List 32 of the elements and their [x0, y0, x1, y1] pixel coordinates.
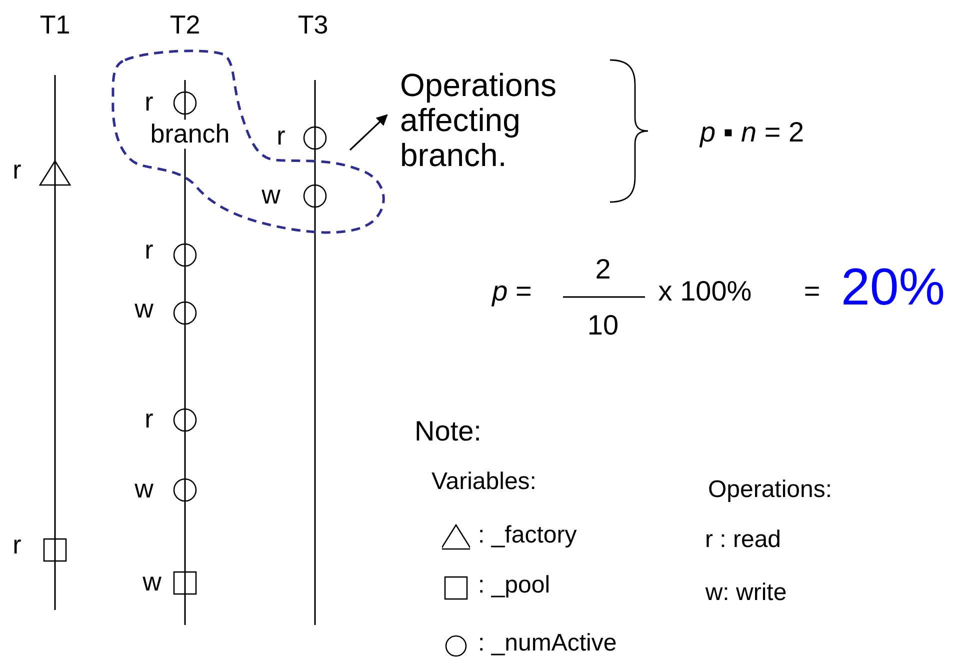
note-heading: Note: — [414, 416, 482, 448]
operation-label: w — [142, 568, 162, 596]
thread-label: T2 — [170, 10, 200, 40]
operation-label: r — [276, 122, 286, 150]
operation-label: w — [262, 180, 280, 210]
operation-label: r — [12, 156, 22, 184]
operation-label: w — [134, 474, 154, 504]
section-heading: Operations: — [708, 476, 832, 504]
numerator: 2 — [595, 254, 611, 286]
result-value: 20% — [840, 259, 946, 317]
formula-text: p = — [492, 276, 532, 308]
key-text: r : read — [704, 526, 782, 554]
legend-label: : _numActive — [478, 630, 617, 657]
thread-label: T3 — [298, 10, 328, 40]
thread-label: T1 — [40, 10, 70, 40]
operation-label: w — [134, 294, 154, 324]
section-heading: Variables: — [432, 468, 536, 496]
operation-label: r — [144, 236, 154, 264]
key-text: w: write — [705, 580, 787, 606]
legend-label: : _factory — [478, 522, 577, 549]
operation-label: r — [12, 530, 22, 560]
operation-label: r — [144, 88, 154, 116]
denominator: 10 — [587, 310, 619, 342]
variable-label: branch — [150, 120, 230, 148]
arrow — [349, 114, 388, 151]
formula-text: = — [804, 276, 820, 308]
formula-text: x 100% — [658, 276, 752, 308]
dashed-region — [112, 50, 385, 234]
operation-label: r — [144, 404, 154, 434]
annotation-text: Operations affecting branch. — [400, 68, 600, 174]
formula-text: p ▪ n = 2 — [700, 118, 804, 148]
legend-label: : _pool — [478, 572, 550, 599]
